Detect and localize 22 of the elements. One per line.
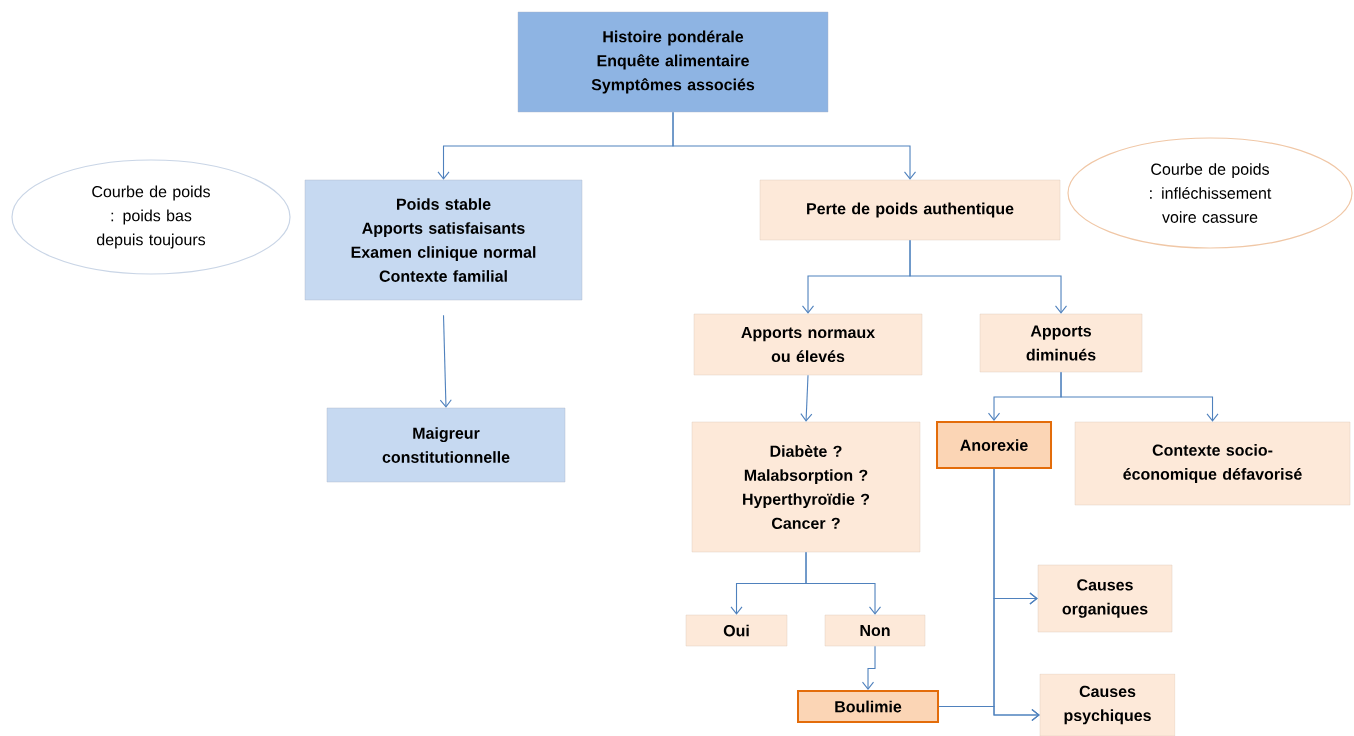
text-box: Causes psychiques — [1039, 673, 1176, 736]
text-box: Perte de poids authentique — [759, 179, 1061, 241]
arrow — [439, 314, 452, 408]
text-box: Oui — [685, 614, 788, 647]
text-box: Apports diminués — [979, 313, 1143, 373]
text-box: Poids stable Apports satisfaisants Examen clinique normal Contexte familial — [304, 179, 583, 301]
text-box: Diabète ? Malabsorption ? Hyperthyroïdie ? Cancer ? — [691, 421, 921, 553]
arrow — [938, 705, 1040, 722]
highlighted-box: Boulimie — [797, 690, 939, 723]
arrow — [861, 645, 876, 690]
text-box: Histoire pondérale Enquête alimentaire Symptômes associés — [517, 11, 829, 113]
highlighted-box: Anorexie — [936, 421, 1052, 469]
text-box: Apports normaux ou élevés — [693, 313, 923, 376]
text-box: Maigreur constitutionnelle — [326, 407, 566, 483]
arrow — [909, 239, 1068, 314]
arrow — [800, 374, 813, 422]
text-box: Contexte socio-économique défavorisé — [1074, 421, 1351, 506]
arrow — [805, 551, 882, 615]
arrow — [672, 111, 917, 180]
text-box: Causes organiques — [1037, 564, 1173, 633]
text-box: Non — [824, 614, 926, 647]
arrow — [1060, 371, 1219, 422]
